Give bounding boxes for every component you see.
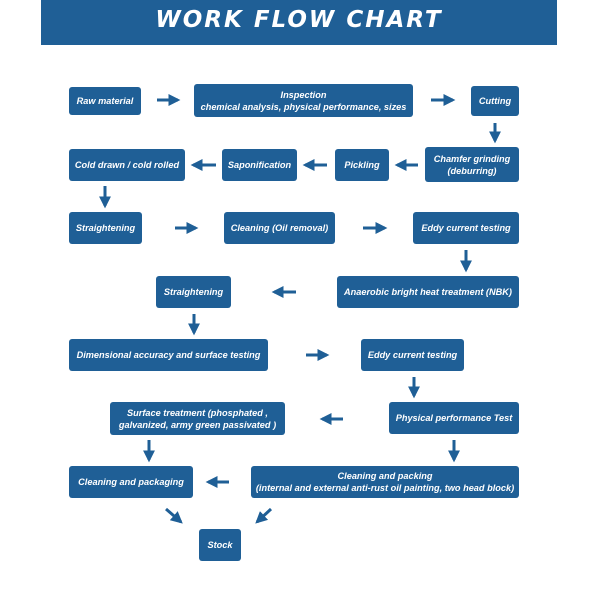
step-label: chemical analysis, physical performance,… <box>200 101 407 112</box>
step-label: Anaerobic bright heat treatment (NBK) <box>344 287 512 297</box>
step-label: Cleaning and packing <box>337 471 433 481</box>
step-label: (deburring) <box>447 165 497 176</box>
step-chamfer-grinding: Chamfer grinding (deburring) <box>425 147 519 182</box>
step-raw-material: Raw material <box>69 87 141 115</box>
step-eddy-current-1: Eddy current testing <box>413 212 519 244</box>
step-label: Raw material <box>76 96 134 106</box>
arrow-packaging-to-stock <box>165 507 183 524</box>
step-label: galvanized, army green passivated ) <box>118 419 277 430</box>
step-label: Pickling <box>344 160 380 170</box>
step-cleaning-and-packaging: Cleaning and packaging <box>69 466 193 498</box>
step-label: Inspection <box>280 89 327 100</box>
step-label: Surface treatment (phosphated , <box>127 407 268 418</box>
step-label: Cleaning (Oil removal) <box>230 223 329 233</box>
arrow-packing-to-stock <box>255 507 273 524</box>
step-cold-drawn: Cold drawn / cold rolled <box>69 149 185 181</box>
step-cleaning-oil-removal: Cleaning (Oil removal) <box>224 212 335 244</box>
step-eddy-current-2: Eddy current testing <box>361 339 464 371</box>
step-label: Dimensional accuracy and surface testing <box>76 350 261 360</box>
step-label: Straightening <box>75 223 136 233</box>
step-label: Straightening <box>163 287 224 297</box>
step-pickling: Pickling <box>335 149 389 181</box>
title-banner: WORK FLOW CHART <box>41 0 557 45</box>
step-saponification: Saponification <box>222 149 297 181</box>
step-label: Eddy current testing <box>421 223 511 233</box>
step-label: Cutting <box>478 96 512 106</box>
step-label: Physical performance Test <box>395 413 513 423</box>
step-surface-treatment: Surface treatment (phosphated , galvaniz… <box>110 402 285 435</box>
step-label: (internal and external anti-rust oil pai… <box>255 483 515 493</box>
step-physical-performance-test: Physical performance Test <box>389 402 519 434</box>
step-cleaning-and-packing: Cleaning and packing (internal and exter… <box>251 466 519 498</box>
step-label: Saponification <box>227 160 292 170</box>
page-title: WORK FLOW CHART <box>155 7 443 33</box>
step-label: Cleaning and packaging <box>78 477 184 487</box>
step-straightening-1: Straightening <box>69 212 142 244</box>
step-inspection: Inspection chemical analysis, physical p… <box>194 84 413 117</box>
step-straightening-2: Straightening <box>156 276 231 308</box>
step-stock: Stock <box>199 529 241 561</box>
step-label: Chamfer grinding <box>433 153 511 164</box>
step-label: Stock <box>207 540 233 550</box>
step-label: Cold drawn / cold rolled <box>74 160 180 170</box>
step-label: Eddy current testing <box>367 350 458 360</box>
step-dimensional-testing: Dimensional accuracy and surface testing <box>69 339 268 371</box>
step-cutting: Cutting <box>471 86 519 116</box>
step-anaerobic-heat-treatment: Anaerobic bright heat treatment (NBK) <box>337 276 519 308</box>
